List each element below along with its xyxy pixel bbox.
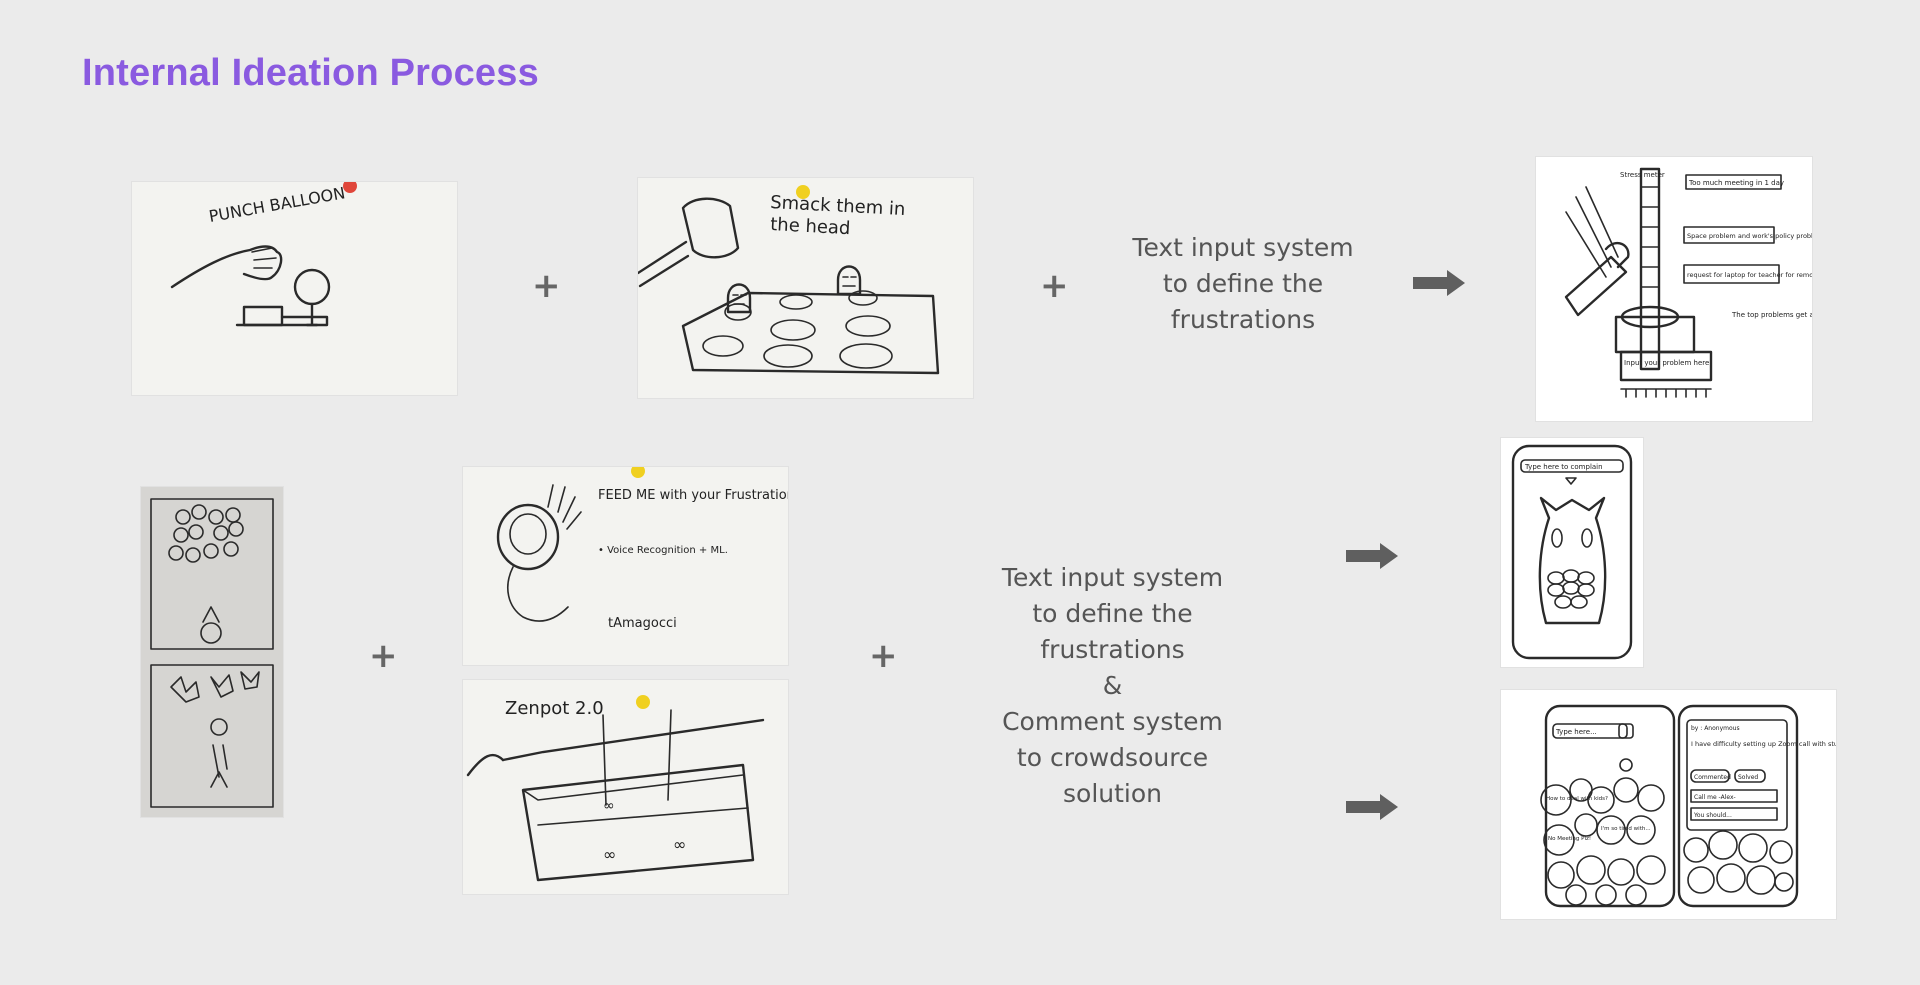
svg-text:Stress meter: Stress meter <box>1620 171 1665 179</box>
svg-text:the head: the head <box>770 214 851 239</box>
svg-text:How to deal with kids?: How to deal with kids? <box>1546 796 1608 802</box>
svg-text:• Voice Recognition + ML.: • Voice Recognition + ML. <box>598 545 728 556</box>
svg-text:by : Anonymous: by : Anonymous <box>1691 725 1740 732</box>
plus-icon: + <box>869 636 898 676</box>
sad-faces-comic-sketch <box>141 487 283 817</box>
svg-text:∞: ∞ <box>603 845 616 864</box>
stress-meter-sketch: Stress meter Too much meeting in 1 day S… <box>1536 157 1812 421</box>
pin-icon <box>631 467 645 478</box>
zenpot-sketch: Zenpot 2.0 ∞ ∞ ∞ <box>463 680 788 894</box>
sketch-caption: PUNCH BALLOON <box>207 183 346 226</box>
svg-text:I'm so tired with...: I'm so tired with... <box>1601 826 1651 832</box>
svg-text:Space problem and work's polic: Space problem and work's policy problem <box>1687 232 1812 240</box>
arrow-right-icon <box>1346 543 1398 569</box>
svg-text:Input your problem here: Input your problem here <box>1624 359 1709 367</box>
pin-icon <box>343 182 357 193</box>
arrow-right-icon <box>1413 270 1465 296</box>
svg-text:The top problems get assessed: The top problems get assessed first by t… <box>1731 311 1812 319</box>
smack-head-sketch: Smack them in the head <box>638 178 973 398</box>
svg-text:Too much meeting in 1 day: Too much meeting in 1 day <box>1688 179 1784 187</box>
plus-icon: + <box>1040 266 1069 306</box>
plus-icon: + <box>369 636 398 676</box>
feed-me-tamagotchi-sketch: FEED ME with your Frustrations. • Voice … <box>463 467 788 665</box>
page-title: Internal Ideation Process <box>82 52 539 94</box>
svg-text:Zenpot 2.0: Zenpot 2.0 <box>505 698 604 719</box>
pin-icon <box>796 185 810 199</box>
svg-text:request for laptop for teacher: request for laptop for teacher for remot… <box>1687 271 1812 279</box>
svg-text:Commented: Commented <box>1694 774 1731 781</box>
monster-phone-sketch: Type here to complain <box>1501 438 1643 667</box>
svg-text:Type here...: Type here... <box>1555 728 1597 736</box>
pin-icon <box>636 695 650 709</box>
svg-text:You should...: You should... <box>1693 812 1732 819</box>
svg-text:Call me -Alex-: Call me -Alex- <box>1694 794 1736 801</box>
plus-icon: + <box>532 266 561 306</box>
svg-text:Solved: Solved <box>1738 774 1758 781</box>
svg-text:Type here to complain: Type here to complain <box>1524 463 1603 471</box>
punch-balloon-sketch: PUNCH BALLOON <box>132 182 457 395</box>
text-and-comment-system-label: Text input system to define the frustrat… <box>1001 563 1224 808</box>
svg-text:∞: ∞ <box>673 835 686 854</box>
svg-text:FEED ME with your Frustrations: FEED ME with your Frustrations. <box>598 488 788 503</box>
svg-text:I have difficulty setting up Z: I have difficulty setting up Zoom call w… <box>1691 740 1836 748</box>
svg-text:No Meeting Plz!: No Meeting Plz! <box>1548 836 1591 842</box>
arrow-right-icon <box>1346 794 1398 820</box>
svg-text:∞: ∞ <box>603 798 615 814</box>
text-input-system-label: Text input system to define the frustrat… <box>1132 233 1354 334</box>
svg-text:tAmagocci: tAmagocci <box>608 616 677 631</box>
bubble-phones-sketch: Type here... How to deal with kids? No M… <box>1501 690 1836 919</box>
